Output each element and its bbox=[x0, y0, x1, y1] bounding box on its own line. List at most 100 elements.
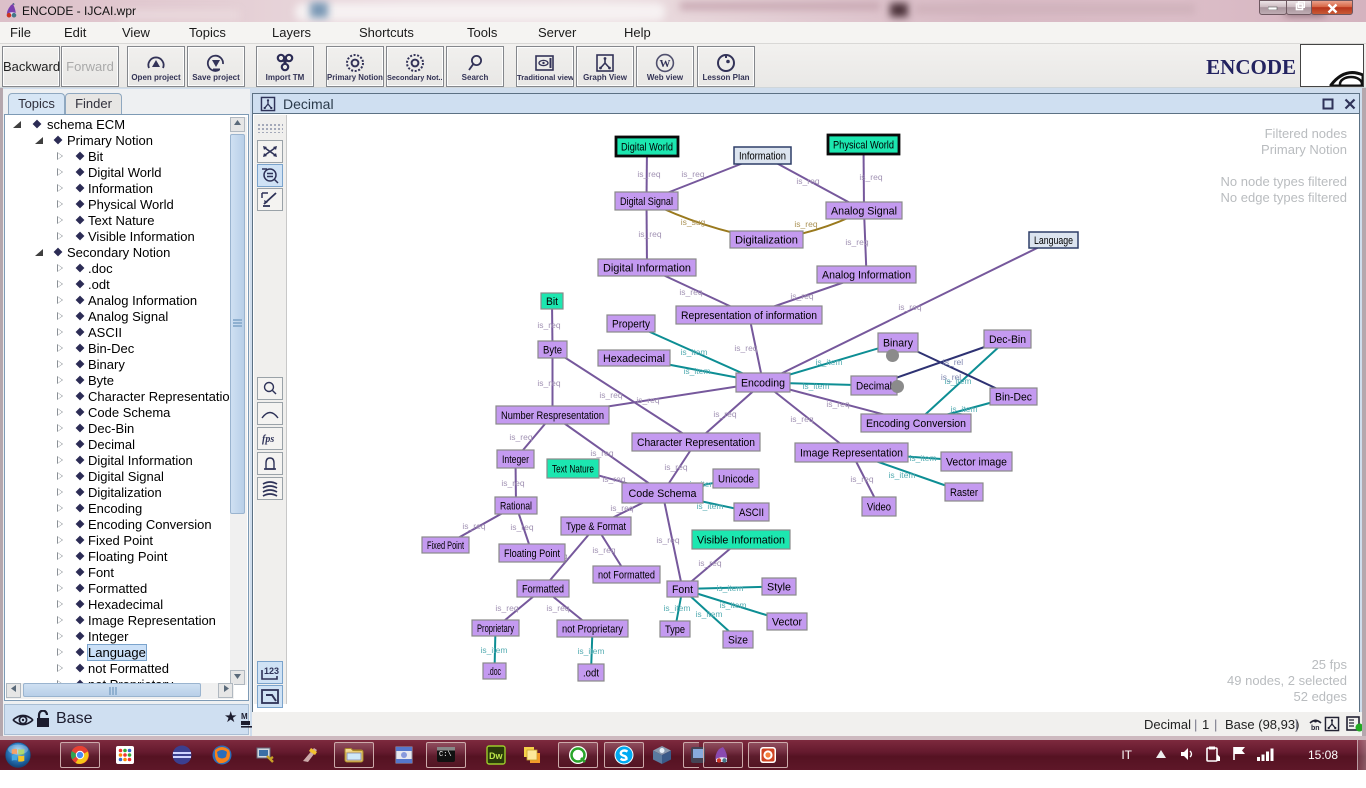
svg-text:Language: Language bbox=[1034, 235, 1073, 247]
svg-text:not Proprietary: not Proprietary bbox=[562, 624, 623, 636]
svg-text:Code Schema: Code Schema bbox=[629, 488, 698, 500]
svg-text:is_req: is_req bbox=[656, 535, 679, 545]
svg-text:Style: Style bbox=[767, 582, 791, 594]
svg-text:not Formatted: not Formatted bbox=[598, 570, 655, 582]
svg-text:Fixed Point: Fixed Point bbox=[427, 540, 464, 552]
svg-text:is_req: is_req bbox=[636, 395, 659, 405]
svg-text:Property: Property bbox=[612, 319, 650, 331]
svg-text:is_req: is_req bbox=[610, 503, 633, 513]
svg-text:is_req: is_req bbox=[509, 432, 532, 442]
svg-text:is_item: is_item bbox=[481, 645, 508, 655]
svg-text:is_req: is_req bbox=[637, 169, 660, 179]
svg-text:is_req: is_req bbox=[826, 399, 849, 409]
svg-text:is_req: is_req bbox=[794, 219, 817, 229]
svg-text:is_req: is_req bbox=[898, 302, 921, 312]
svg-text:Analog Signal: Analog Signal bbox=[831, 206, 897, 218]
svg-text:Type & Format: Type & Format bbox=[566, 521, 626, 533]
svg-text:.odt: .odt bbox=[583, 668, 599, 680]
svg-text:Character Representation: Character Representation bbox=[637, 437, 755, 449]
svg-text:is_req: is_req bbox=[462, 521, 485, 531]
svg-text:Byte: Byte bbox=[543, 345, 562, 357]
svg-text:is_item: is_item bbox=[951, 404, 978, 414]
svg-text:Raster: Raster bbox=[950, 487, 978, 499]
svg-text:is_req: is_req bbox=[859, 172, 882, 182]
svg-text:C:\: C:\ bbox=[439, 751, 452, 759]
svg-text:is_req: is_req bbox=[713, 409, 736, 419]
svg-text:is_req: is_req bbox=[790, 291, 813, 301]
svg-text:is_req: is_req bbox=[638, 229, 661, 239]
svg-text:is_req: is_req bbox=[602, 474, 625, 484]
svg-text:is_req: is_req bbox=[790, 414, 813, 424]
svg-text:W: W bbox=[660, 58, 671, 70]
svg-text:is_req: is_req bbox=[495, 603, 518, 613]
svg-text:is_req: is_req bbox=[599, 390, 622, 400]
svg-text:Font: Font bbox=[672, 584, 693, 596]
svg-text:Physical World: Physical World bbox=[833, 140, 894, 152]
svg-text:is_sug: is_sug bbox=[681, 217, 706, 227]
svg-text:is_item: is_item bbox=[816, 357, 843, 367]
svg-text:is_req: is_req bbox=[546, 603, 569, 613]
svg-text:is_req: is_req bbox=[510, 522, 533, 532]
svg-text:is_item: is_item bbox=[910, 453, 937, 463]
svg-text:Decimal: Decimal bbox=[856, 381, 892, 393]
svg-text:is_item: is_item bbox=[803, 381, 830, 391]
svg-text:is_item: is_item bbox=[720, 600, 747, 610]
svg-text:is_item: is_item bbox=[717, 583, 744, 593]
svg-text:is_rel: is_rel bbox=[941, 372, 961, 382]
svg-text:Formatted: Formatted bbox=[522, 584, 564, 596]
svg-text:Hexadecimal: Hexadecimal bbox=[603, 353, 665, 365]
svg-text:Digitalization: Digitalization bbox=[735, 235, 798, 247]
svg-text:Vector: Vector bbox=[772, 617, 802, 629]
svg-text:is_item: is_item bbox=[578, 646, 605, 656]
svg-text:is_item: is_item bbox=[945, 376, 972, 386]
svg-text:is_req: is_req bbox=[681, 169, 704, 179]
svg-text:is_req: is_req bbox=[698, 558, 721, 568]
svg-text:is_item: is_item bbox=[697, 501, 724, 511]
svg-text:is_req: is_req bbox=[537, 320, 560, 330]
svg-text:is_req: is_req bbox=[734, 343, 757, 353]
svg-text:is_item: is_item bbox=[684, 366, 711, 376]
svg-text:Unicode: Unicode bbox=[718, 474, 754, 486]
svg-text:is_req: is_req bbox=[796, 176, 819, 186]
svg-text:is_item: is_item bbox=[664, 603, 691, 613]
svg-text:Digital Signal: Digital Signal bbox=[620, 196, 673, 208]
svg-text:Number Respresentation: Number Respresentation bbox=[501, 410, 604, 422]
svg-text:Video: Video bbox=[867, 502, 891, 514]
svg-text:Encoding: Encoding bbox=[741, 378, 785, 390]
svg-text:Digital World: Digital World bbox=[621, 142, 673, 154]
svg-text:Bit: Bit bbox=[546, 296, 558, 308]
svg-text:Proprietary: Proprietary bbox=[477, 623, 514, 635]
svg-text:123: 123 bbox=[264, 666, 279, 676]
svg-text:Type: Type bbox=[665, 624, 685, 636]
svg-text:Binary: Binary bbox=[883, 338, 913, 350]
svg-text:Dec-Bin: Dec-Bin bbox=[989, 334, 1026, 346]
svg-text:Information: Information bbox=[739, 151, 786, 163]
svg-text:Integer: Integer bbox=[502, 454, 529, 466]
svg-text:Floating Point: Floating Point bbox=[504, 548, 560, 560]
svg-text:is_req: is_req bbox=[501, 478, 524, 488]
svg-text:fps: fps bbox=[262, 434, 274, 445]
svg-text:is_req: is_req bbox=[850, 474, 873, 484]
svg-text:Representation of information: Representation of information bbox=[681, 310, 817, 322]
svg-text:is_item: is_item bbox=[696, 609, 723, 619]
svg-text:is_item: is_item bbox=[889, 470, 916, 480]
svg-text:is_item: is_item bbox=[681, 347, 708, 357]
svg-text:Image Representation: Image Representation bbox=[800, 448, 903, 460]
svg-text:ASCII: ASCII bbox=[739, 507, 764, 519]
svg-text:Vector image: Vector image bbox=[946, 457, 1007, 469]
svg-text:Analog Information: Analog Information bbox=[822, 270, 911, 282]
svg-text:Visible Information: Visible Information bbox=[697, 535, 785, 547]
svg-text:Digital Information: Digital Information bbox=[603, 263, 691, 275]
svg-text:.doc: .doc bbox=[488, 666, 501, 678]
svg-text:Text Nature: Text Nature bbox=[552, 464, 594, 476]
svg-text:is_req: is_req bbox=[537, 378, 560, 388]
svg-text:is_req: is_req bbox=[592, 545, 615, 555]
svg-text:bn: bn bbox=[1311, 725, 1320, 732]
svg-text:is_rel: is_rel bbox=[943, 357, 963, 367]
svg-text:is_req: is_req bbox=[845, 237, 868, 247]
svg-text:M: M bbox=[241, 712, 248, 721]
svg-text:is_req: is_req bbox=[590, 448, 613, 458]
svg-text:Size: Size bbox=[728, 635, 748, 647]
svg-text:Dw: Dw bbox=[489, 751, 503, 761]
svg-text:Encoding Conversion: Encoding Conversion bbox=[866, 418, 966, 430]
